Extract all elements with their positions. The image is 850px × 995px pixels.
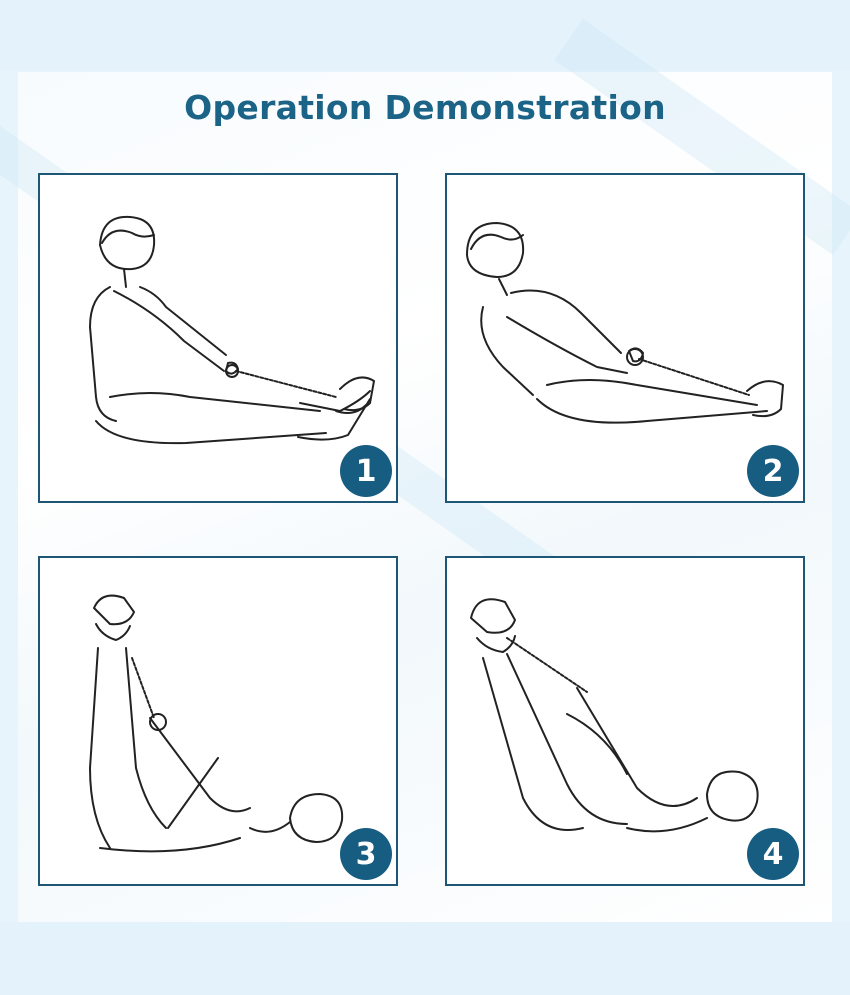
step-badge-4: 4 (747, 828, 799, 880)
step-panel-3: 3 (38, 556, 398, 886)
top-band (0, 0, 850, 70)
lean-back-pull-illustration (466, 222, 784, 424)
step-badge-2: 2 (747, 445, 799, 497)
seated-pull-illustration (89, 215, 375, 445)
bottom-band (0, 922, 850, 995)
step-badge-1: 1 (340, 445, 392, 497)
legs-pull-illustration (470, 598, 759, 833)
step-panel-2: 2 (445, 173, 805, 503)
step-panel-4: 4 (445, 556, 805, 886)
step-badge-3: 3 (340, 828, 392, 880)
step-panel-1: 1 (38, 173, 398, 503)
page-title: Operation Demonstration (184, 88, 666, 127)
legs-raised-illustration (89, 594, 344, 853)
